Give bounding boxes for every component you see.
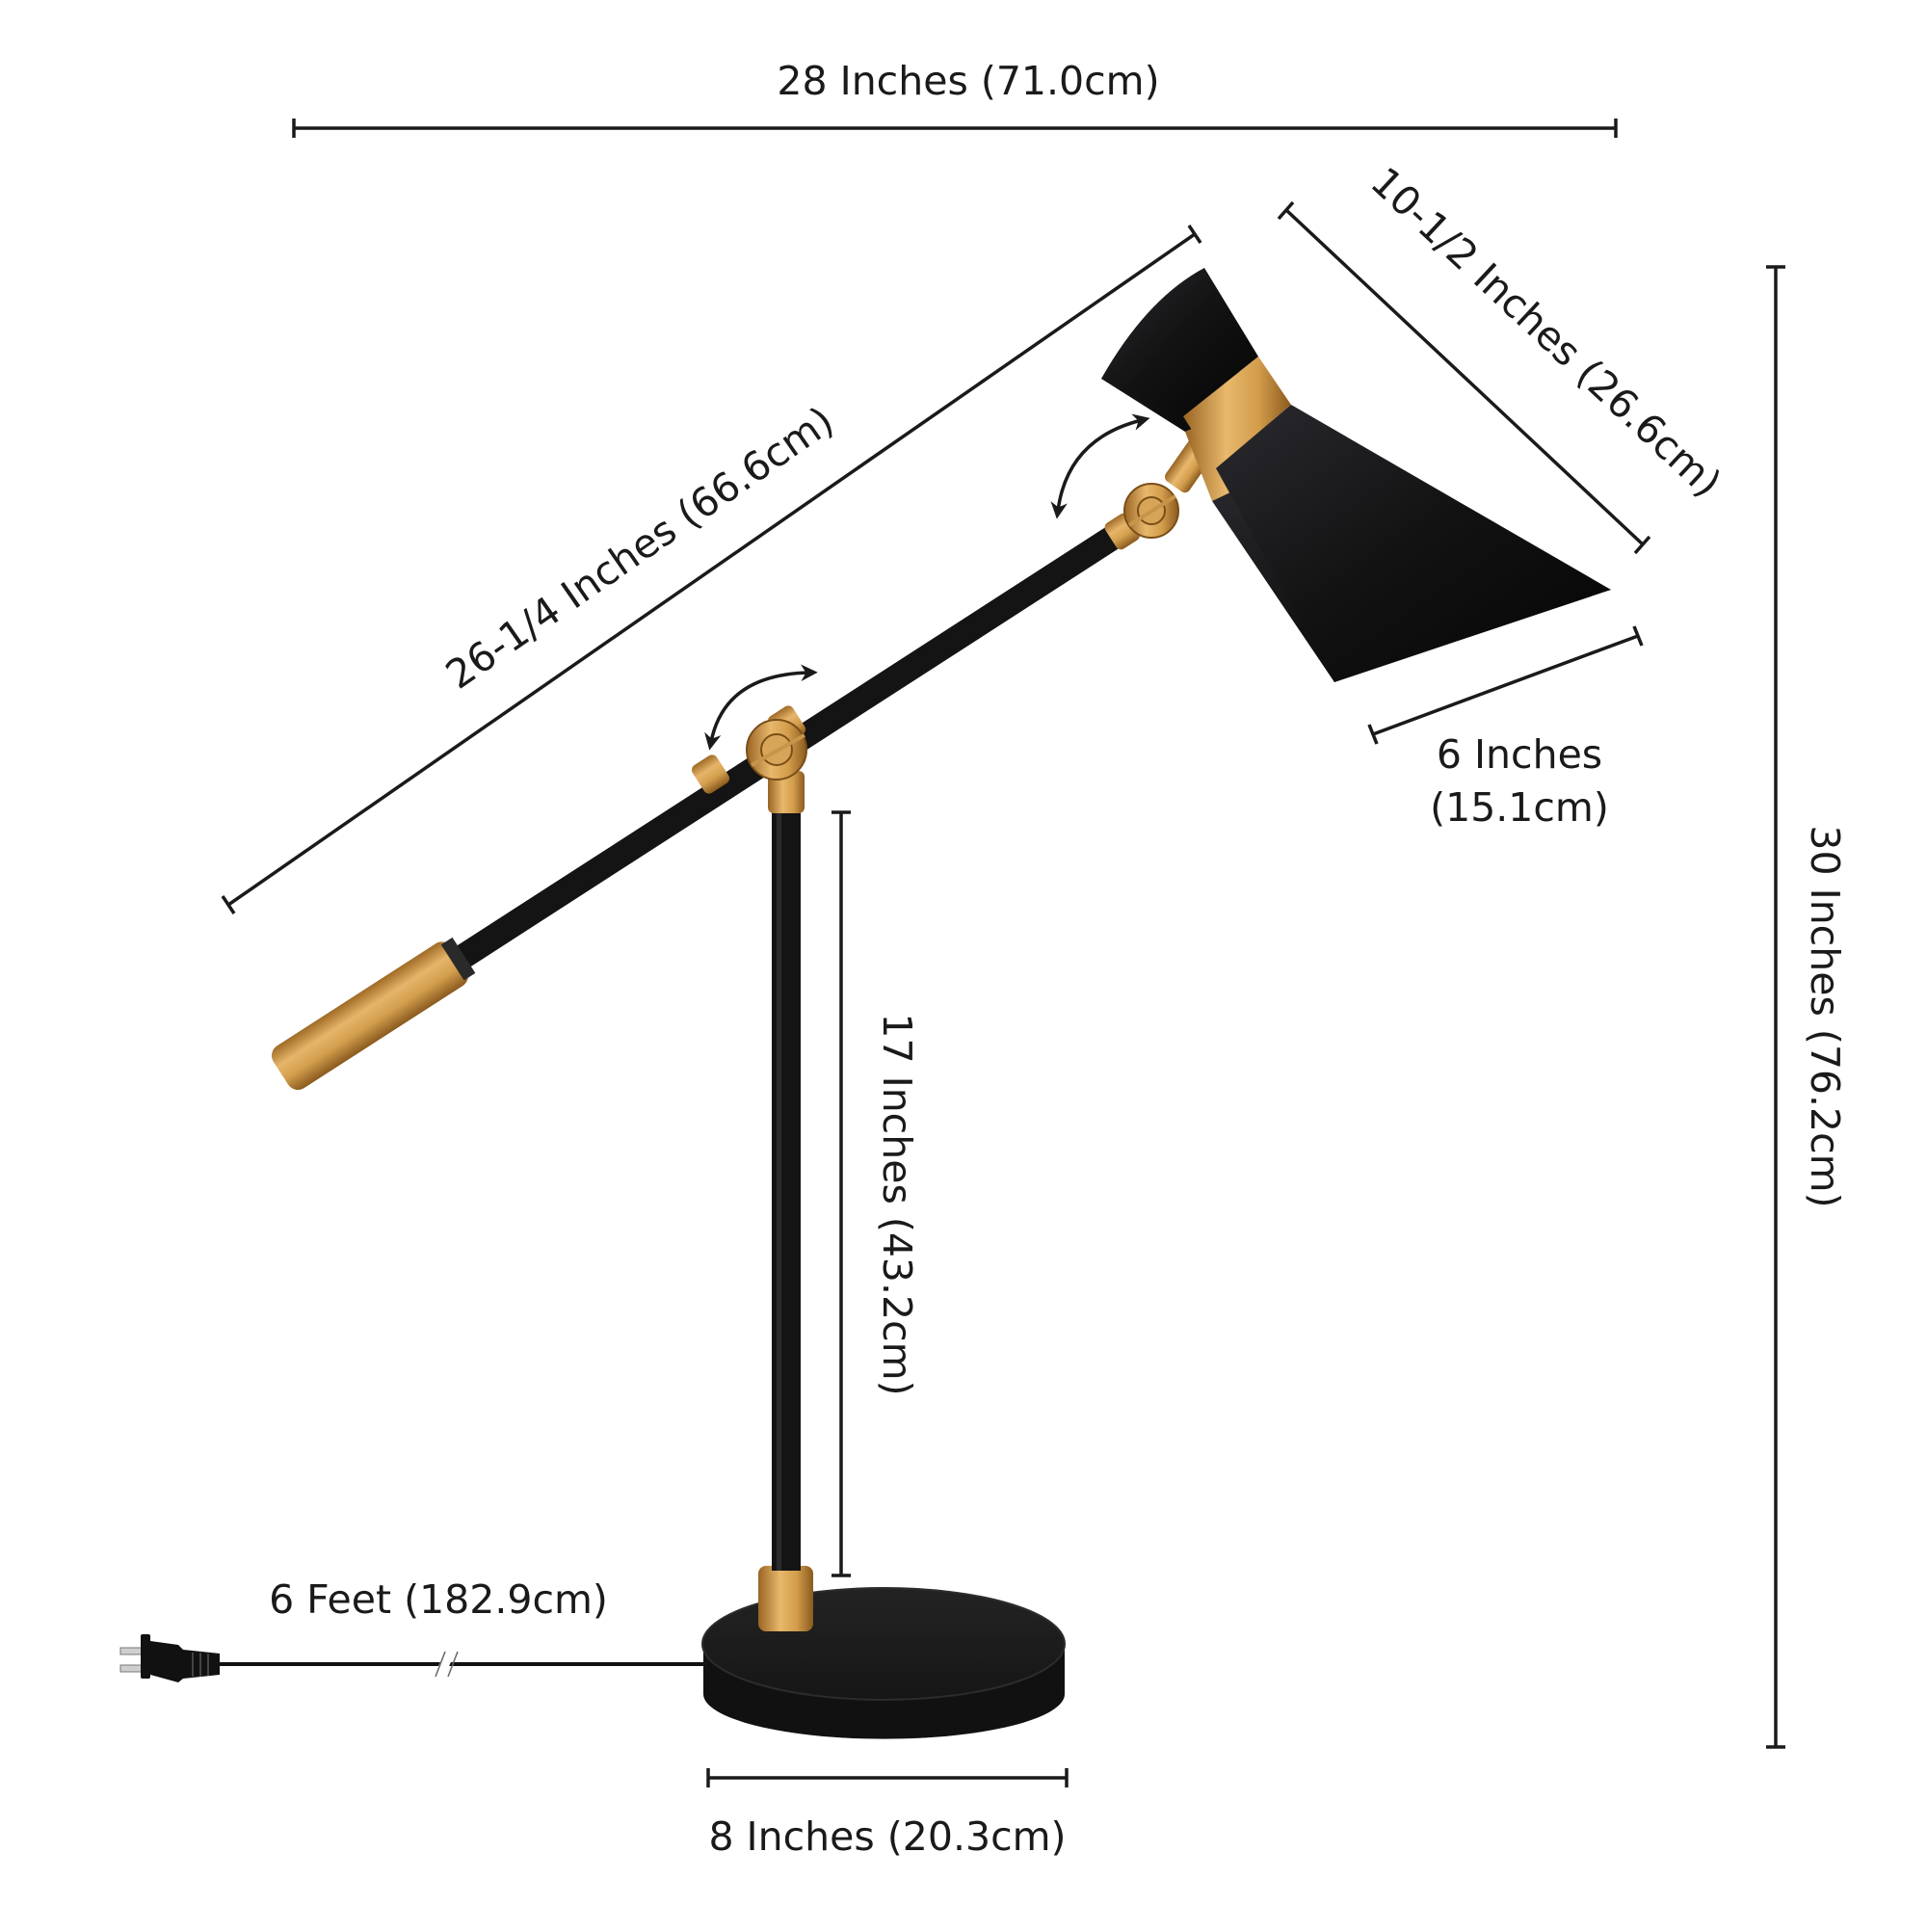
shade-brass-band [1183,357,1291,468]
dimension-overall-width: 28 Inches (71.0cm) [292,58,1618,138]
overall-height-label: 30 Inches (76.2cm) [1802,825,1848,1207]
dimension-overall-height: 30 Inches (76.2cm) [1766,265,1848,1749]
lamp-arm [271,516,1140,1091]
power-cord [119,1634,723,1682]
cord-break-icon [434,1648,459,1681]
dimension-shade-diameter: 6 Inches (15.1cm) [1367,625,1644,831]
overall-width-label: 28 Inches (71.0cm) [777,58,1159,104]
lamp-base [701,1587,1066,1739]
stem-collar [758,1566,813,1631]
stem-height-label: 17 Inches (43.2cm) [874,1013,920,1395]
rotate-arrows-icon [1050,413,1150,519]
lamp-stem [772,807,801,1571]
dimension-stem-height: 17 Inches (43.2cm) [832,810,920,1577]
shade-top-flare [1101,268,1258,416]
dimension-cord-length: 6 Feet (182.9cm) [269,1576,608,1623]
base-diameter-label: 8 Inches (20.3cm) [708,1813,1066,1860]
cord-length-label: 6 Feet (182.9cm) [269,1576,608,1623]
counterweight [271,941,468,1091]
shade-cone [1216,405,1611,682]
plug-icon [119,1634,220,1682]
dimension-base-diameter: 8 Inches (20.3cm) [706,1768,1069,1860]
shade-diameter-label-cm: (15.1cm) [1430,784,1609,831]
rotate-arrows-icon [704,664,818,751]
arm-length-label: 26-1/4 Inches (66.6cm) [437,397,842,698]
shade-diameter-label-inches: 6 Inches [1437,731,1602,778]
